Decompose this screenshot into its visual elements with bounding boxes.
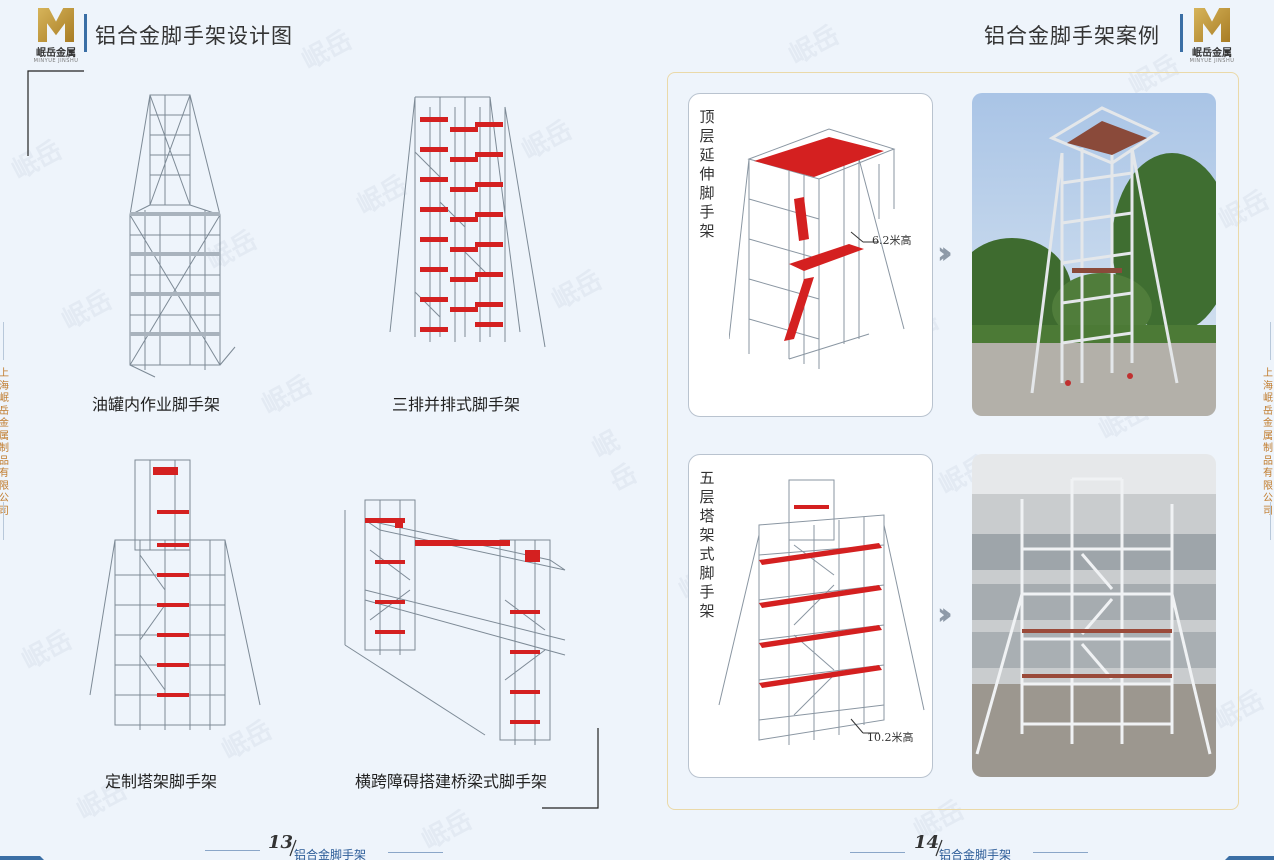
title-accent-bar: [1180, 14, 1183, 52]
case2-photo: [972, 454, 1216, 777]
footer-line: [1033, 852, 1088, 853]
side-line: [1270, 502, 1271, 540]
side-line: [3, 322, 4, 360]
caption-triple-row-scaffold: 三排并排式脚手架: [392, 395, 521, 414]
bridge-scaffold-drawing: [344, 499, 566, 745]
title-accent-bar: [84, 14, 87, 52]
case2-height-pointer: [850, 718, 879, 734]
watermark: 岷岳: [297, 25, 358, 77]
footer-label: 铝合金脚手架: [294, 848, 367, 860]
corner-bracket-bottom: [542, 728, 599, 809]
case2-label: 五层塔架式脚手架: [699, 469, 715, 620]
footer-slash-icon: [935, 839, 943, 857]
case1-drawing-card: 顶层延伸脚手架 6.2米高: [688, 93, 933, 417]
case2-height-note: 10.2米高: [867, 731, 914, 744]
corner-bracket-top: [27, 70, 84, 156]
watermark: 岷岳: [587, 426, 637, 498]
caption-tank-scaffold: 油罐内作业脚手架: [92, 395, 221, 414]
footer-line: [388, 852, 443, 853]
top-extension-scaffold-drawing: [729, 128, 905, 369]
logo-mark-icon: [1194, 8, 1230, 42]
arrow-chevron-icon: ››: [937, 236, 952, 271]
logo-text: 岷岳金属: [36, 48, 76, 59]
tank-scaffold-drawing: [129, 94, 236, 378]
watermark: 岷岳: [17, 625, 78, 677]
caption-custom-tower-scaffold: 定制塔架脚手架: [105, 772, 218, 791]
watermark: 岷岳: [784, 20, 845, 72]
logo-text: 岷岳金属: [1192, 48, 1232, 59]
arrow-chevron-icon: ››: [937, 597, 952, 632]
side-line: [1270, 322, 1271, 360]
logo-subtext: MINYUE JINSHU: [1189, 58, 1235, 64]
company-logo: 岷岳金属 MINYUE JINSHU: [30, 8, 82, 66]
triple-row-scaffold-drawing: [389, 96, 546, 348]
logo-subtext: MINYUE JINSHU: [33, 58, 79, 64]
footer-label: 铝合金脚手架: [939, 848, 1012, 860]
five-tier-tower-scaffold-drawing: [718, 479, 925, 745]
case2-photo-scene: [972, 454, 1216, 777]
logo-mark-icon: [38, 8, 74, 42]
caption-bridge-scaffold: 横跨障碍搭建桥梁式脚手架: [355, 772, 548, 791]
left-page: 岷岳 岷岳 岷岳 岷岳 岷岳 岷岳 岷岳 岷岳 岷岳 岷岳 岷岳 岷岳 岷岳 岷…: [0, 8, 637, 860]
cases-panel: [667, 72, 1239, 810]
footer-line: [850, 852, 905, 853]
custom-tower-scaffold-drawing: [89, 459, 261, 730]
page-number: 13: [268, 832, 294, 853]
company-logo: 岷岳金属 MINYUE JINSHU: [1186, 8, 1238, 66]
side-company-name: 上海岷岳金属制品有限公司: [1263, 368, 1273, 517]
footer-line: [205, 850, 260, 851]
footer-stripe: [1225, 856, 1274, 860]
page-number: 14: [914, 832, 940, 853]
watermark: 岷岳: [257, 370, 318, 422]
page-title: 铝合金脚手架设计图: [95, 24, 293, 48]
footer-slash-icon: [289, 839, 297, 857]
case2-drawing-card: 五层塔架式脚手架 10.2米高: [688, 454, 933, 778]
case1-height-note: 6.2米高: [872, 234, 912, 247]
right-page: 岷岳 岷岳 岷岳 岷岳 岷岳 岷岳 岷岳 岷岳 岷岳 岷岳 岷岳 铝合金脚手架案…: [637, 0, 1274, 860]
case1-label: 顶层延伸脚手架: [699, 108, 715, 240]
side-line: [3, 502, 4, 540]
page-title: 铝合金脚手架案例: [984, 24, 1160, 48]
watermark: 岷岳: [417, 805, 478, 857]
footer-stripe: [0, 856, 44, 860]
side-company-name: 上海岷岳金属制品有限公司: [0, 368, 9, 517]
case1-photo: [972, 93, 1216, 416]
case1-height-pointer: [850, 231, 879, 243]
case1-photo-scene: [972, 93, 1216, 416]
